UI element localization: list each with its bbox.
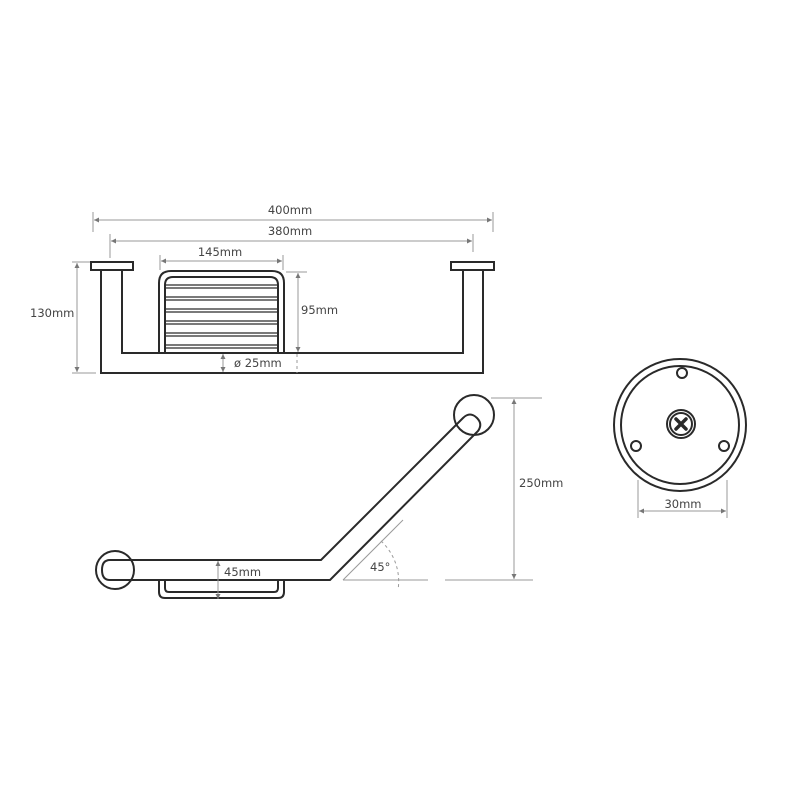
- dimension-label: ø 25mm: [234, 356, 282, 370]
- soap-basket-side: [158, 580, 285, 599]
- soap-basket: [158, 270, 285, 353]
- dimension-250mm: 250mm: [445, 397, 563, 581]
- dimension-label: 95mm: [301, 303, 338, 317]
- angled-grab-bar: [100, 413, 482, 581]
- angle-label: 45°: [370, 560, 390, 574]
- grab-bar: [100, 270, 484, 374]
- angled-view: 45mm 45° 250mm: [95, 394, 563, 599]
- dimension-380mm: 380mm: [109, 224, 474, 258]
- dimension-label: 45mm: [224, 565, 261, 579]
- mounting-hole: [718, 440, 730, 452]
- dimension-label: 145mm: [198, 245, 242, 259]
- mounting-hole: [676, 367, 688, 379]
- rosette-front-view: 30mm: [613, 358, 747, 518]
- dimension-label: 30mm: [664, 497, 701, 511]
- dimension-45mm: 45mm: [215, 561, 261, 599]
- dimension-label: 250mm: [519, 476, 563, 490]
- left-flange: [90, 261, 134, 271]
- dimension-label: 380mm: [268, 224, 312, 238]
- dimension-label: 130mm: [30, 306, 74, 320]
- screw-icon: [666, 409, 696, 439]
- dimension-tube-diameter: ø 25mm: [220, 354, 298, 373]
- dimension-130mm: 130mm: [30, 261, 96, 374]
- dimension-95mm: 95mm: [286, 271, 338, 352]
- left-rosette: [95, 550, 135, 590]
- dimension-400mm: 400mm: [92, 203, 494, 232]
- top-view: 400mm 380mm 145mm: [30, 203, 495, 374]
- mounting-hole: [630, 440, 642, 452]
- right-flange: [450, 261, 495, 271]
- dimension-145mm: 145mm: [159, 245, 284, 270]
- dimension-angle: 45°: [342, 519, 428, 591]
- dimension-30mm: 30mm: [637, 480, 728, 518]
- dimension-label: 400mm: [268, 203, 312, 217]
